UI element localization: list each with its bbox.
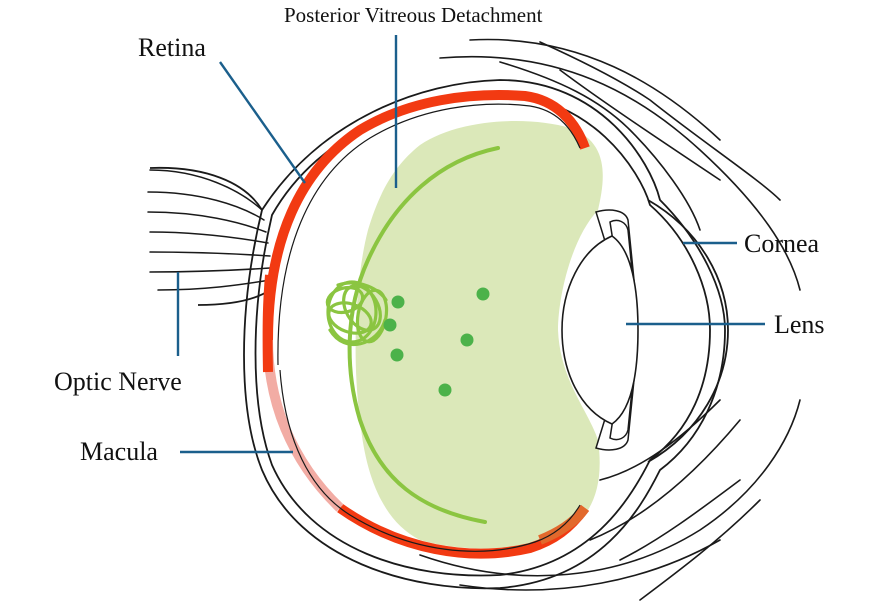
floater [390, 348, 404, 362]
retina [263, 90, 590, 341]
cornea [647, 199, 729, 463]
optic-nerve-sheath [149, 166, 271, 306]
label-pvd: Posterior Vitreous Detachment [284, 3, 543, 27]
floater [383, 318, 397, 332]
floater [476, 287, 490, 301]
retina-inner-outline-lower [279, 369, 581, 552]
floater [391, 295, 405, 309]
retina-leader [219, 61, 306, 184]
label-optic-nerve: Optic Nerve [54, 367, 182, 396]
floater [438, 383, 452, 397]
label-lens: Lens [774, 310, 825, 339]
detached-vitreous-membrane [347, 146, 500, 524]
retina-inner-outline [277, 103, 581, 366]
floaters [383, 287, 490, 397]
vitreous-gel [355, 120, 603, 549]
floater [460, 333, 474, 347]
retina-disc-region [262, 274, 275, 373]
label-macula: Macula [80, 437, 158, 466]
label-retina: Retina [138, 33, 206, 62]
lens [561, 235, 639, 425]
macula [263, 339, 344, 512]
optic-nerve-fibres [147, 169, 271, 291]
leader-lines [176, 35, 765, 454]
weiss-ring [325, 280, 389, 347]
label-cornea: Cornea [744, 229, 820, 258]
